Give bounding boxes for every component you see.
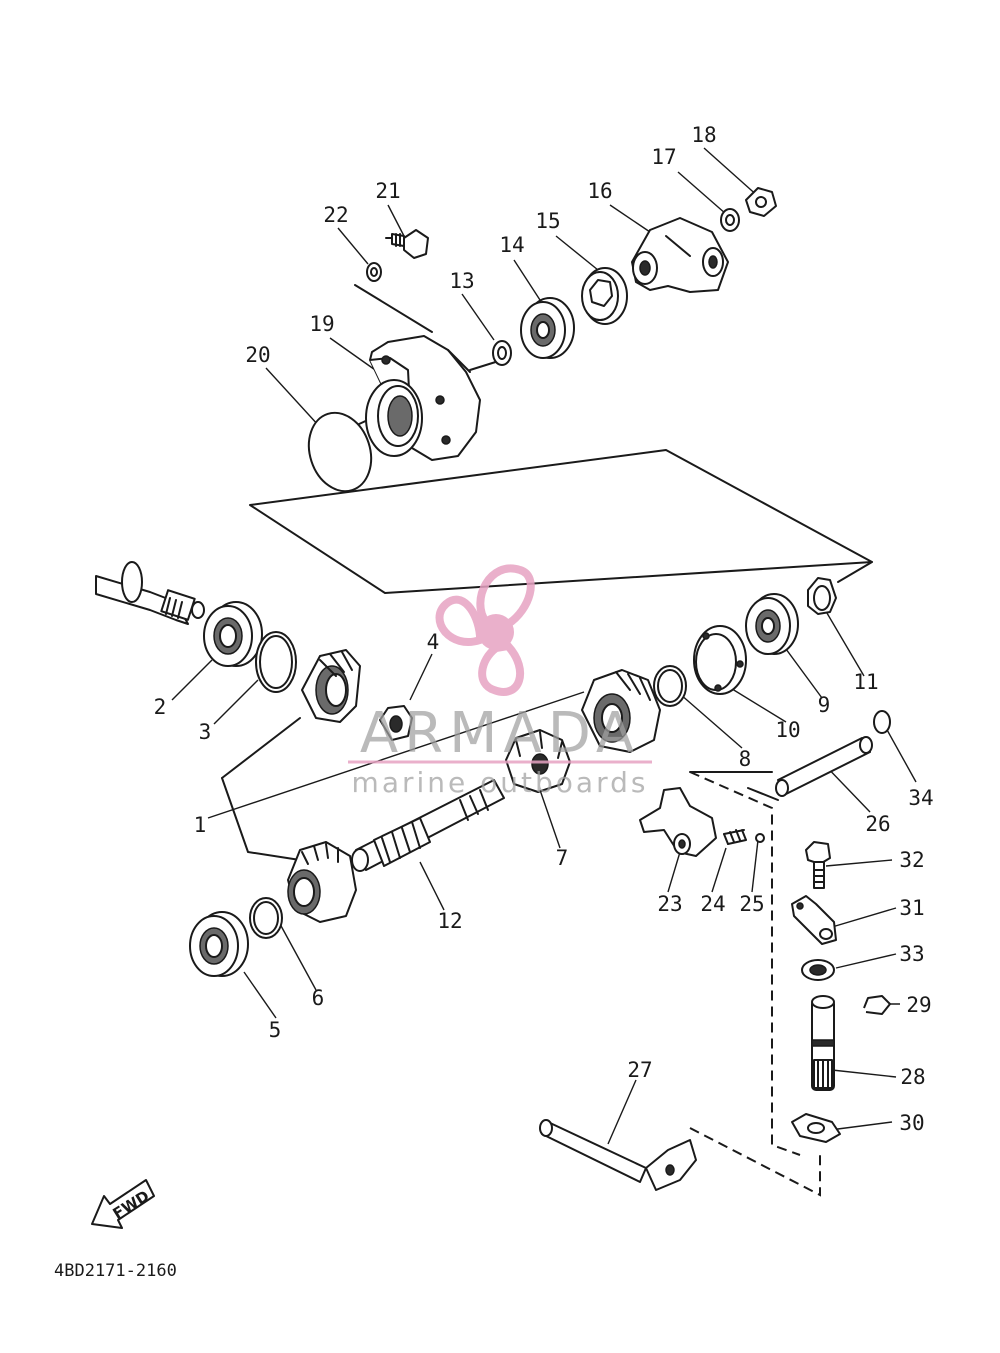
part-label: 18	[691, 123, 716, 147]
part-label: 33	[899, 942, 924, 966]
part-label: 12	[437, 909, 462, 933]
part-28-shift-rod	[811, 995, 835, 1091]
part-label: 11	[853, 670, 878, 694]
part-label: 14	[499, 233, 524, 257]
part-number-labels: 1 2 3 4 5 6 7 8 9 10 11 12 13 14 15 16 1…	[154, 123, 934, 1135]
leader-lines	[171, 147, 917, 1145]
part-label: 23	[657, 892, 682, 916]
part-17-washer	[720, 208, 740, 232]
part-13-circlip	[492, 340, 512, 366]
part-31-lever	[791, 895, 837, 945]
part-25-ball	[755, 833, 765, 843]
part-label: 1	[194, 813, 207, 837]
fwd-direction-arrow: FWD	[91, 1179, 155, 1229]
part-label: 15	[535, 209, 560, 233]
part-33-bushing	[801, 959, 835, 981]
part-label: 16	[587, 179, 612, 203]
part-label: 8	[739, 747, 752, 771]
part-label: 30	[899, 1111, 924, 1135]
part-24-spring	[723, 829, 747, 845]
part-label: 5	[269, 1018, 282, 1042]
part-12-propeller-shaft	[351, 779, 505, 872]
watermark-propeller-blade	[478, 641, 525, 696]
part-2-bearing	[203, 601, 263, 667]
part-label: 28	[900, 1065, 925, 1089]
part-label: 13	[449, 269, 474, 293]
watermark-propeller-blade	[476, 564, 535, 629]
part-label: 10	[775, 718, 800, 742]
part-label: 26	[865, 812, 890, 836]
part-label: 24	[700, 892, 725, 916]
part-27-shift-rod-lever	[539, 1119, 697, 1191]
part-29-circlip	[863, 995, 891, 1015]
part-label: 27	[627, 1058, 652, 1082]
part-26-shaft	[775, 736, 873, 797]
part-label: 20	[245, 343, 270, 367]
part-21-bolt	[385, 229, 429, 259]
part-1-pinion-gear	[301, 649, 361, 723]
part-9-bearing	[745, 593, 799, 655]
part-label: 21	[375, 179, 400, 203]
part-11-clip	[807, 577, 837, 615]
part-label: 2	[154, 695, 167, 719]
part-label: 3	[199, 720, 212, 744]
part-label: 25	[739, 892, 764, 916]
part-label: 29	[906, 993, 931, 1017]
part-label: 17	[651, 145, 676, 169]
armada-watermark: ARMADA marine outboards	[348, 564, 652, 799]
part-label: 31	[899, 896, 924, 920]
part-label: 34	[908, 786, 933, 810]
part-5-bearing	[189, 911, 249, 977]
part-label: 6	[312, 986, 325, 1010]
part-20-gasket	[307, 411, 373, 493]
part-label: 4	[427, 630, 440, 654]
part-8-shim	[653, 665, 687, 707]
part-22-washer	[366, 262, 382, 282]
part-32-bolt	[805, 841, 831, 889]
part-16-bracket	[631, 217, 729, 293]
drawing-code: 4BD2171-2160	[54, 1261, 177, 1281]
reverse-gear	[287, 841, 357, 923]
part-19-bearing-housing	[365, 335, 481, 461]
watermark-propeller-blade	[435, 595, 484, 646]
part-6-shim	[249, 897, 283, 939]
forward-gear	[581, 669, 661, 753]
part-label: 19	[309, 312, 334, 336]
watermark-propeller-hub	[478, 614, 514, 650]
drive-shaft	[95, 561, 205, 625]
part-4-nut	[379, 705, 413, 741]
part-14-bearing	[520, 297, 575, 359]
part-23-shift-cam	[639, 787, 717, 857]
watermark-tagline: marine outboards	[352, 766, 649, 799]
part-label: 7	[556, 846, 569, 870]
part-18-nut	[745, 187, 777, 217]
part-label: 9	[818, 693, 831, 717]
assembly-guide-lines	[221, 284, 873, 1197]
part-15-oil-seal	[581, 267, 628, 325]
part-10-retainer	[693, 625, 747, 695]
part-label: 22	[323, 203, 348, 227]
part-3-o-ring	[255, 631, 297, 693]
part-34-o-ring	[873, 710, 891, 734]
watermark-brand-text: ARMADA	[360, 701, 640, 766]
part-30-plate	[791, 1113, 841, 1143]
part-label: 32	[899, 848, 924, 872]
